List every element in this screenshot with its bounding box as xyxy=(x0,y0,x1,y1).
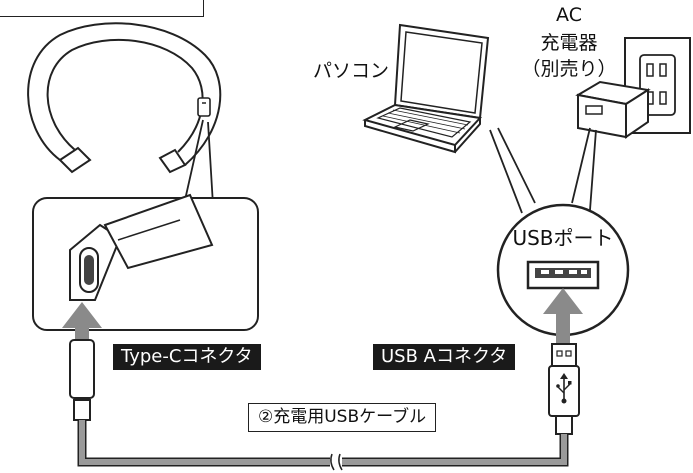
usb-a-plug-icon xyxy=(548,343,580,435)
cable-label: ②充電用USBケーブル xyxy=(248,403,437,432)
type-c-zoom-box xyxy=(32,193,259,331)
laptop-icon xyxy=(362,23,490,154)
neckband-module-icon xyxy=(103,193,214,270)
pc-callout-lines xyxy=(489,127,536,214)
neckband-speaker-icon xyxy=(27,22,222,174)
ac-label-line2: 充電器 xyxy=(540,32,598,54)
type-c-port-icon xyxy=(69,223,122,301)
ac-adapter-icon xyxy=(575,80,651,139)
ac-label-line1: AC xyxy=(556,4,582,26)
ac-label-line3: （別売り） xyxy=(521,58,617,80)
usb-symbol-icon xyxy=(556,373,572,404)
adapter-callout-lines xyxy=(571,127,597,211)
pc-label: パソコン xyxy=(313,60,390,82)
type-c-plug-icon xyxy=(69,339,95,421)
type-c-connector-label: Type-Cコネクタ xyxy=(113,344,261,370)
top-left-frame xyxy=(0,0,204,17)
callout-lines xyxy=(184,119,214,206)
usb-port-label: USBポート xyxy=(512,226,614,250)
usb-a-connector-label: USB Aコネクタ xyxy=(373,344,516,370)
usb-cable xyxy=(77,420,569,471)
